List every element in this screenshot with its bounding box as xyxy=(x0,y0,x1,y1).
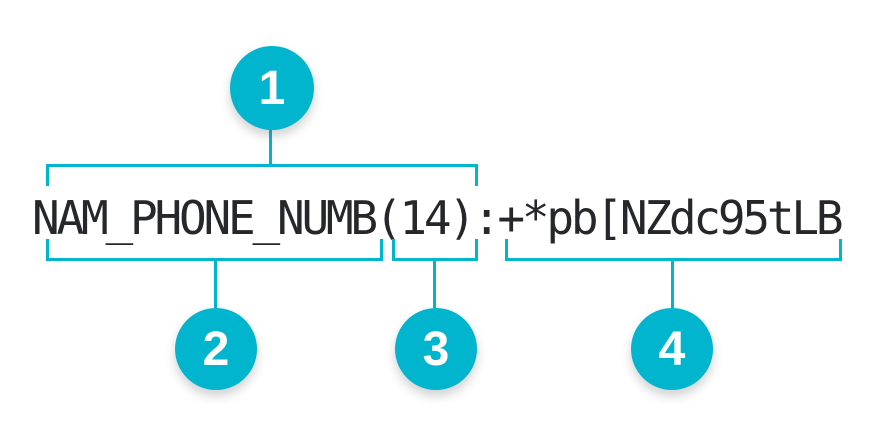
callout-2-number: 2 xyxy=(202,322,230,376)
segment-length: (14) xyxy=(374,191,476,245)
segment-separator: : xyxy=(472,191,501,245)
callout-3-connector-line xyxy=(433,258,436,308)
callout-2-badge: 2 xyxy=(175,308,257,390)
segment-field-name: NAM_PHONE_NUMB xyxy=(32,191,378,245)
callout-1-badge: 1 xyxy=(230,46,314,130)
bracket-field-name-and-length xyxy=(46,164,478,186)
callout-3-badge: 3 xyxy=(395,308,477,390)
segment-value: +*pb[NZdc95tLB xyxy=(497,191,843,245)
record-string: NAM_PHONE_NUMB(14):+*pb[NZdc95tLB xyxy=(32,195,844,241)
callout-3-number: 3 xyxy=(422,322,450,376)
callout-1-number: 1 xyxy=(258,61,286,115)
callout-4-connector-line xyxy=(671,258,674,308)
callout-2-connector-line xyxy=(214,258,217,308)
callout-1-connector-line xyxy=(269,128,272,166)
callout-4-badge: 4 xyxy=(631,308,713,390)
callout-4-number: 4 xyxy=(658,322,686,376)
